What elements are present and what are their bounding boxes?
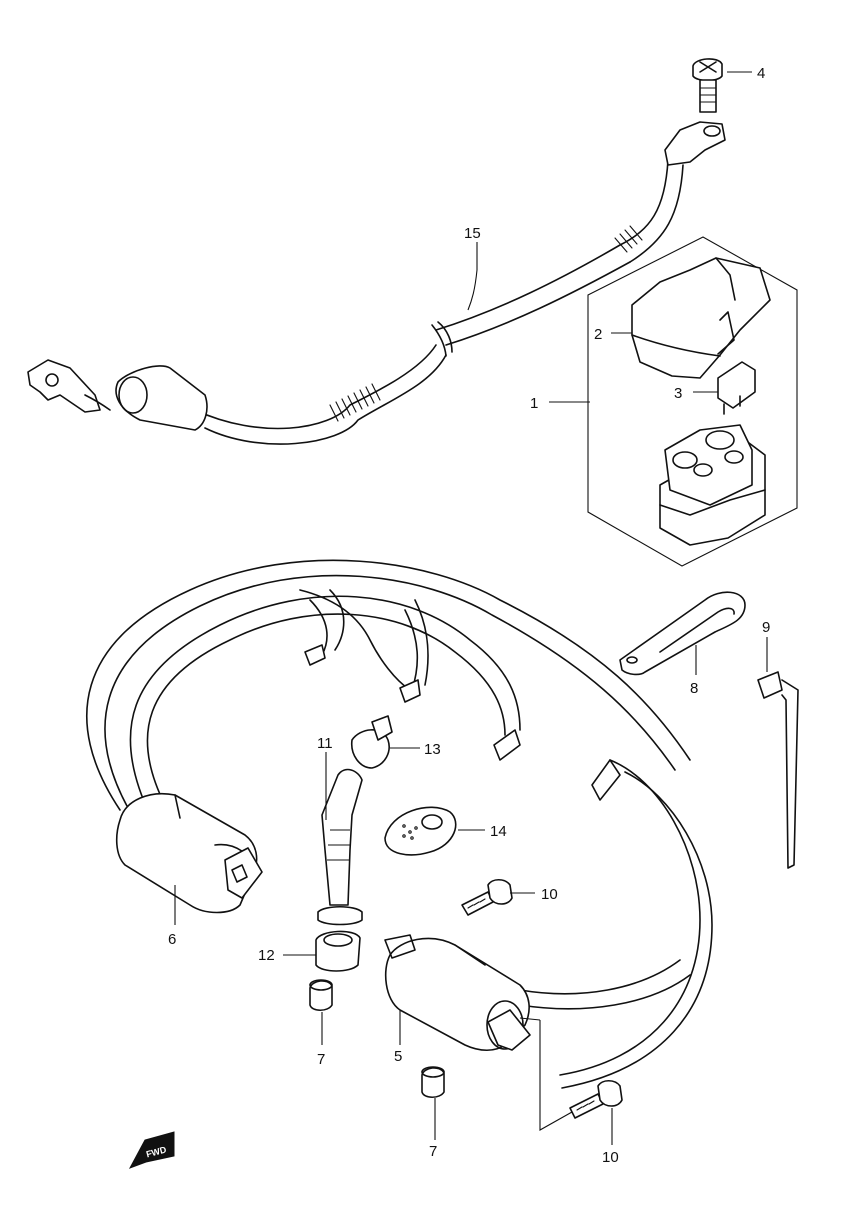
callout-12: 12 bbox=[258, 947, 275, 964]
spacer-7b bbox=[421, 1066, 445, 1099]
relay-assembly-box bbox=[587, 236, 798, 567]
callout-labels: 1 2 3 4 5 6 7 7 8 9 10 10 11 12 13 14 15 bbox=[168, 65, 770, 1166]
starter-cable bbox=[27, 121, 726, 445]
callout-8: 8 bbox=[690, 680, 698, 697]
callout-2: 2 bbox=[594, 326, 602, 343]
cable-tie-9 bbox=[757, 671, 799, 869]
high-tension-leads bbox=[86, 559, 713, 1089]
callout-13: 13 bbox=[424, 741, 441, 758]
callout-5: 5 bbox=[394, 1048, 402, 1065]
callout-1: 1 bbox=[530, 395, 538, 412]
bolt-10a bbox=[461, 878, 513, 916]
bolt-position-guide bbox=[539, 1020, 573, 1131]
callout-14: 14 bbox=[490, 823, 507, 840]
callout-10a: 10 bbox=[541, 886, 558, 903]
bracket-8 bbox=[619, 591, 746, 676]
forward-arrow-icon bbox=[128, 1131, 175, 1169]
bolt-10b bbox=[569, 1079, 623, 1119]
grommet-14 bbox=[384, 806, 457, 856]
seal-12 bbox=[315, 930, 361, 972]
relay-cover bbox=[631, 257, 771, 379]
fuse bbox=[717, 361, 756, 415]
callout-11: 11 bbox=[317, 735, 333, 752]
callout-10b: 10 bbox=[602, 1149, 619, 1166]
starter-relay bbox=[659, 424, 766, 546]
callout-3: 3 bbox=[674, 385, 682, 402]
callout-9: 9 bbox=[762, 619, 770, 636]
callout-7a: 7 bbox=[317, 1051, 325, 1068]
plug-cap-11 bbox=[317, 768, 363, 926]
callout-6: 6 bbox=[168, 931, 176, 948]
plug-boot-13 bbox=[350, 715, 393, 769]
ignition-coil-6 bbox=[115, 793, 263, 914]
ignition-coil-5 bbox=[384, 934, 531, 1052]
bolt-4 bbox=[692, 58, 723, 113]
fwd-marker: FWD bbox=[128, 1131, 175, 1169]
callout-4: 4 bbox=[757, 65, 765, 82]
spacer-7a bbox=[309, 979, 333, 1012]
callout-7b: 7 bbox=[429, 1143, 437, 1160]
leader-lines bbox=[174, 71, 768, 1145]
callout-15: 15 bbox=[464, 225, 481, 242]
